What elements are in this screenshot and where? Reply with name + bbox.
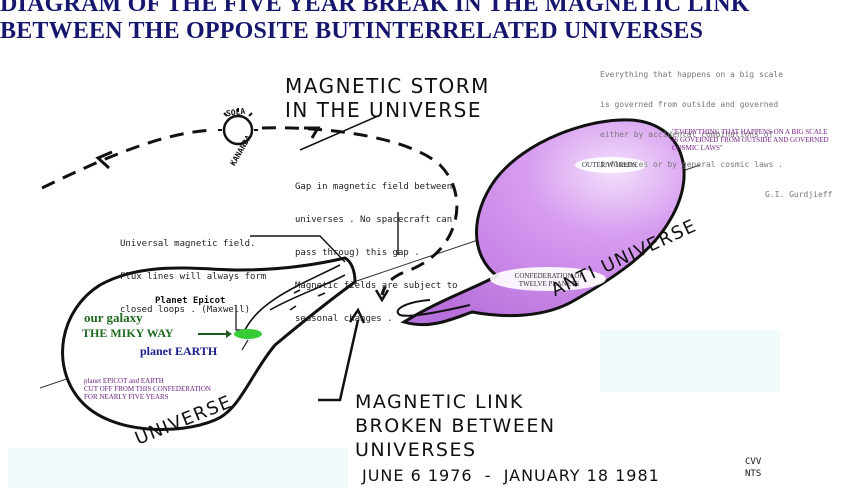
universe-flux-arrows	[289, 289, 326, 311]
quote-caps-line-2: IS GOVERNED FROM OUTSIDE AND GOVERNED	[672, 136, 829, 144]
quote-caps: "EVERYTHING THAT HAPPENS ON A BIG SCALE …	[672, 128, 829, 152]
diagram-title: DIAGRAM OF THE FIVE YEAR BREAK IN THE MA…	[0, 0, 850, 45]
sun-rays	[218, 108, 258, 131]
gurdjieff-quote: Everything that happens on a big scale i…	[600, 50, 832, 210]
link-leader	[318, 319, 360, 402]
link-dates: JUNE 6 1976 - JANUARY 18 1981	[362, 466, 660, 485]
storm-leader	[299, 115, 379, 151]
earth-leader	[241, 339, 249, 351]
planet-earth-label: planet EARTH	[140, 344, 218, 358]
cut-off-line-1: planet EPICOT and EARTH	[84, 377, 164, 385]
confederation-line-2: TWELVE PLANETS	[518, 280, 580, 288]
universe-shape	[61, 256, 357, 432]
signature-line-2: NTS	[745, 469, 762, 479]
universe-inner-loop	[244, 264, 346, 331]
milky-way-galaxy	[234, 329, 262, 339]
outer-worlds-glow	[575, 157, 647, 173]
field-note-line-1: Universal magnetic field.	[120, 239, 256, 249]
quote-caps-line-3: COSMIC LAWS"	[672, 144, 723, 152]
quote-caps-line-1: "EVERYTHING THAT HAPPENS ON A BIG SCALE	[672, 128, 828, 136]
confederation-label: CONFEDERATION OF TWELVE PLANETS	[510, 272, 588, 288]
outer-worlds-label: OUTER WORLDS	[582, 161, 637, 169]
gap-note-line-2: universes . No spacecraft can	[295, 215, 453, 225]
cut-off-line-3: FOR NEARLY FIVE YEARS	[84, 393, 169, 401]
signature: CVV NTS	[745, 456, 761, 480]
pale-block-bottom	[8, 448, 348, 488]
our-galaxy-label: our galaxy	[84, 310, 143, 325]
pale-block-right	[600, 330, 780, 392]
field-note-line-3: closed loops . (Maxwell)	[120, 305, 251, 315]
signature-line-1: CVV	[745, 457, 762, 467]
gap-note-line-5: seasonal changes .	[295, 314, 393, 324]
storm-arrow-left	[95, 150, 113, 170]
storm-label-line-2: IN THE UNIVERSE	[285, 98, 483, 122]
storm-label-line-1: MAGNETIC STORM	[285, 74, 490, 98]
gap-note-line-3: pass throug) this gap .	[295, 248, 420, 258]
field-leader	[250, 235, 346, 263]
storm-label: MAGNETIC STORM IN THE UNIVERSE	[285, 74, 490, 122]
magnetic-link-label: MAGNETIC LINK BROKEN BETWEEN UNIVERSES	[355, 390, 556, 462]
link-line-1: MAGNETIC LINK	[355, 391, 524, 413]
quote-line-2: is governed from outside and governed	[600, 100, 779, 109]
confederation-line-1: CONFEDERATION OF	[514, 272, 584, 280]
gap-note: Gap in magnetic field between universes …	[295, 160, 458, 336]
link-line-3: UNIVERSES	[355, 439, 477, 461]
storm-arrow-down	[374, 289, 390, 303]
cut-off-note: planet EPICOT and EARTH CUT OFF FROM THI…	[84, 377, 211, 401]
field-note-line-2: Flux lines will always form	[120, 272, 267, 282]
sun-disc	[222, 114, 254, 146]
storm-arrow-right	[304, 126, 321, 139]
anti-universe-loop	[396, 299, 471, 317]
quote-line-4: influences or by general cosmic laws .	[600, 160, 784, 169]
field-note: Universal magnetic field. Flux lines wil…	[120, 217, 266, 327]
gap-note-line-4: Magnetic fields are subject to	[295, 281, 458, 291]
cut-off-line-2: CUT OFF FROM THIS CONFEDERATION	[84, 385, 211, 393]
planet-epicot-label: Planet Epicot	[155, 296, 226, 306]
milky-way-label: THE MIKY WAY	[82, 326, 174, 340]
quote-author: G.I. Gurdjieff	[765, 190, 833, 199]
title-line-1: DIAGRAM OF THE FIVE YEAR BREAK IN THE MA…	[0, 0, 750, 17]
quote-line-3: either by accidental combinations of	[600, 130, 774, 139]
link-leader-arrow	[348, 307, 366, 324]
link-line-2: BROKEN BETWEEN	[355, 415, 556, 437]
storm-path	[41, 128, 215, 190]
quote-line-1: Everything that happens on a big scale	[600, 70, 784, 79]
gap-note-line-1: Gap in magnetic field between	[295, 182, 453, 192]
storm-path-2	[261, 126, 459, 296]
title-line-2: BETWEEN THE OPPOSITE BUTINTERRELATED UNI…	[0, 18, 704, 44]
confederation-glow	[490, 267, 606, 291]
